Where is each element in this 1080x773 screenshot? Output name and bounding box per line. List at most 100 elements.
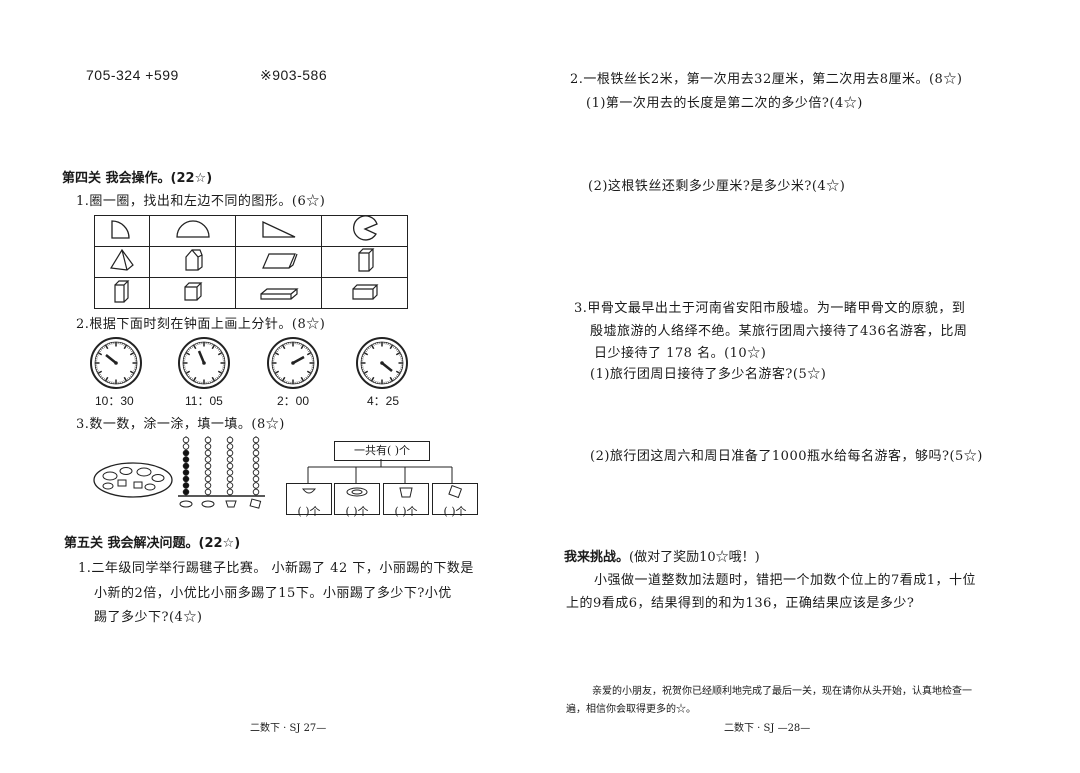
clock-1105[interactable]	[177, 336, 231, 390]
calc-1: 705-324 +599	[86, 67, 179, 83]
page-footer-right: 二数下 · SJ —28—	[724, 723, 811, 734]
cube-shape[interactable]	[149, 277, 236, 309]
bead[interactable]	[182, 436, 190, 444]
time-label-3: 2：00	[277, 394, 310, 408]
tree-box-cup[interactable]: ( )个	[383, 483, 429, 518]
bead[interactable]	[182, 443, 190, 450]
tree-top-box[interactable]: 一共有( )个	[334, 441, 430, 461]
tree-box-label: ( )个	[443, 505, 467, 518]
bead[interactable]	[226, 475, 234, 483]
bead[interactable]	[204, 482, 212, 489]
tree-box-label: ( )个	[394, 505, 418, 518]
bead[interactable]	[204, 436, 212, 444]
bead[interactable]	[204, 469, 212, 476]
challenge-line2: 上的9看成6，结果得到的和为136，正确结果应该是多少?	[566, 596, 915, 611]
right-q3-line3: 日少接待了 178 名。(10☆)	[594, 346, 767, 361]
section4-title: 第四关 我会操作。(22☆)	[62, 171, 213, 186]
page-footer-left: 二数下 · SJ 27—	[250, 723, 327, 734]
tree-box-label: ( )个	[345, 505, 369, 518]
section5-q1-line1: 1.二年级同学举行踢毽子比赛。 小新踢了 42 下，小丽踢的下数是	[78, 561, 474, 576]
semicircle-shape[interactable]	[149, 215, 236, 247]
bead[interactable]	[182, 462, 190, 470]
challenge-heading: 我来挑战。(做对了奖励10☆哦！)	[564, 546, 760, 565]
section4-q3: 3.数一数，涂一涂，填一填。(8☆)	[76, 417, 285, 432]
tree-connectors	[307, 459, 453, 483]
square-dish-icon	[448, 484, 463, 499]
bead[interactable]	[252, 482, 260, 489]
bead[interactable]	[226, 488, 234, 496]
bead[interactable]	[204, 449, 212, 457]
bead[interactable]	[204, 462, 212, 470]
tree-box-label: ( )个	[297, 505, 321, 518]
pyramid-shape	[94, 246, 150, 278]
bead[interactable]	[182, 469, 190, 476]
calc-2: ※903-586	[260, 67, 328, 83]
bead[interactable]	[204, 475, 212, 483]
bead[interactable]	[226, 462, 234, 470]
bead-counters[interactable]	[173, 434, 269, 512]
section4-q2: 2.根据下面时刻在钟面上画上分针。(8☆)	[76, 317, 326, 332]
triangle-shape[interactable]	[235, 215, 322, 247]
hour-hand	[105, 354, 117, 364]
right-q3-sub1: (1)旅行团周日接待了多少名游客?(5☆)	[590, 367, 827, 382]
bead[interactable]	[252, 475, 260, 483]
time-label-4: 4：25	[367, 394, 400, 408]
tray-of-dishes-image	[93, 462, 173, 498]
tree-box-plate[interactable]: ( )个	[334, 483, 380, 518]
time-label-2: 11：05	[185, 394, 223, 408]
bead[interactable]	[182, 475, 190, 483]
hour-hand	[292, 355, 305, 365]
closing-line2: 遍，相信你会取得更多的☆。	[566, 704, 696, 715]
section4-q1: 1.圈一圈，找出和左边不同的图形。(6☆)	[76, 194, 326, 209]
clock-1030[interactable]	[89, 336, 143, 390]
bead[interactable]	[252, 488, 260, 496]
bead[interactable]	[204, 456, 212, 463]
bead[interactable]	[226, 443, 234, 450]
bead[interactable]	[182, 488, 190, 496]
bead[interactable]	[226, 436, 234, 444]
bead[interactable]	[226, 482, 234, 489]
bead[interactable]	[182, 449, 190, 457]
bead[interactable]	[204, 488, 212, 496]
section5-title: 第五关 我会解决问题。(22☆)	[64, 536, 241, 551]
clock-200[interactable]	[266, 336, 320, 390]
bead[interactable]	[252, 436, 260, 444]
bead[interactable]	[226, 469, 234, 476]
bead[interactable]	[252, 469, 260, 476]
shapes-table	[94, 215, 408, 309]
bead[interactable]	[252, 443, 260, 450]
quarter-circle-shape	[94, 215, 150, 247]
plate-icon	[346, 487, 368, 497]
tree-box-bowl[interactable]: ( )个	[286, 483, 332, 518]
pacman-shape[interactable]	[321, 215, 408, 247]
bead[interactable]	[252, 456, 260, 463]
challenge-title: 我来挑战。	[564, 550, 630, 565]
flat-bar-shape[interactable]	[235, 277, 322, 309]
closing-line1: 亲爱的小朋友，祝贺你已经顺利地完成了最后一关，现在请你从头开始，认真地检查一	[592, 686, 972, 697]
challenge-line1: 小强做一道整数加法题时，错把一个加数个位上的7看成1，十位	[594, 573, 977, 588]
tree-box-dish[interactable]: ( )个	[432, 483, 478, 518]
section5-q1-line2: 小新的2倍，小优比小丽多踢了15下。小丽踢了多少下?小优	[94, 586, 452, 601]
bead[interactable]	[182, 456, 190, 463]
right-q2-sub2: (2)这根铁丝还剩多少厘米?是多少米?(4☆)	[588, 179, 846, 194]
bead[interactable]	[226, 449, 234, 457]
challenge-note: (做对了奖励10☆哦！)	[629, 550, 760, 565]
short-box-shape[interactable]	[321, 277, 408, 309]
bead[interactable]	[226, 456, 234, 463]
right-q2-sub1: (1)第一次用去的长度是第二次的多少倍?(4☆)	[586, 96, 863, 111]
bead[interactable]	[204, 443, 212, 450]
parallelogram-prism-shape[interactable]	[235, 246, 322, 278]
clock-425[interactable]	[355, 336, 409, 390]
bead[interactable]	[252, 462, 260, 470]
bead[interactable]	[182, 482, 190, 489]
section5-q1-line3: 踢了多少下?(4☆)	[94, 610, 203, 625]
hour-hand	[381, 362, 393, 372]
right-q3-sub2: (2)旅行团这周六和周日准备了1000瓶水给每名游客，够吗?(5☆)	[590, 449, 983, 464]
house-prism-shape[interactable]	[149, 246, 236, 278]
time-label-1: 10：30	[95, 394, 134, 408]
right-q3-line2: 殷墟旅游的人络绎不绝。某旅行团周六接待了436名游客，比周	[590, 324, 968, 339]
tall-box-shape[interactable]	[321, 246, 408, 278]
right-q2-line1: 2.一根铁丝长2米，第一次用去32厘米，第二次用去8厘米。(8☆)	[570, 72, 963, 87]
bead[interactable]	[252, 449, 260, 457]
bowl-icon	[301, 488, 317, 494]
